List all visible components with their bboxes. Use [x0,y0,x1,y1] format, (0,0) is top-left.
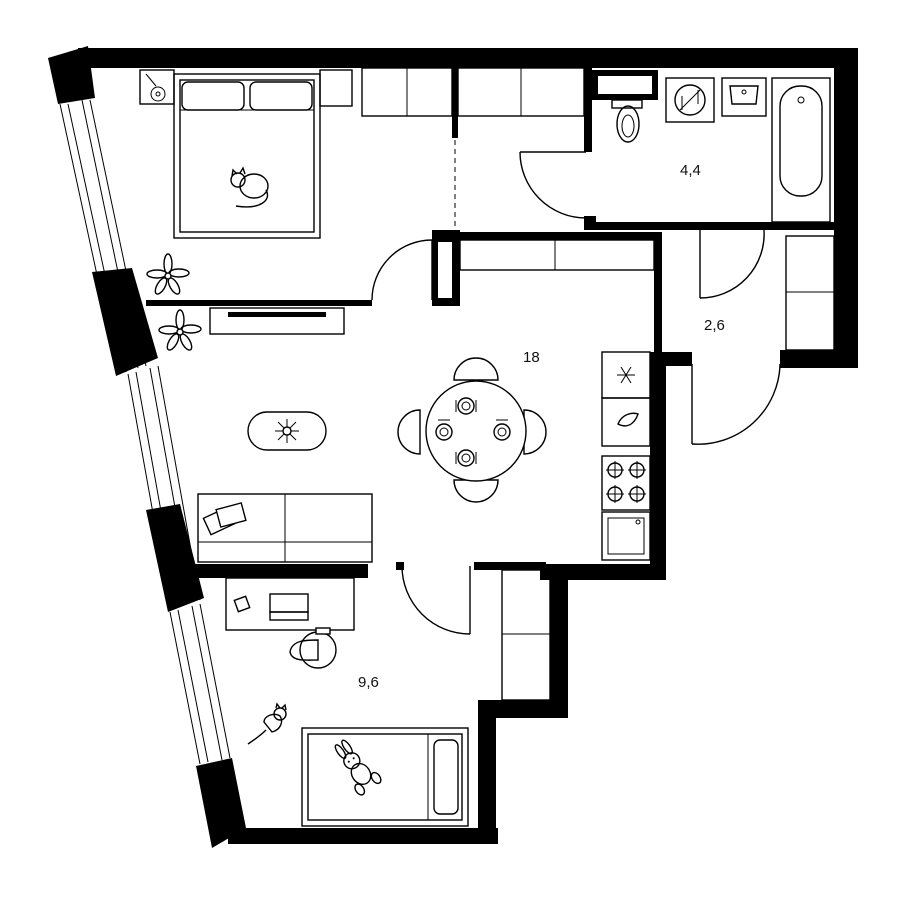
tv-icon [209,307,345,335]
office-chair-icon[interactable] [289,627,337,669]
interior-walls [146,68,834,578]
dining-table-icon[interactable] [397,357,547,503]
wardrobe-icon [785,235,835,351]
record-player-icon [139,69,175,105]
bathtub-icon [771,77,831,223]
window-icon [59,99,231,765]
laptop-icon [269,593,309,621]
room-area-bathroom: 4,4 [680,162,701,179]
single-bed-icon[interactable] [301,727,469,827]
toilet-icon [611,99,643,143]
desk-icon[interactable] [225,577,355,631]
stove-icon [601,455,651,511]
nightstand [319,69,353,107]
wardrobe-icon [457,67,585,117]
wardrobe-icon [459,239,655,271]
room-area-hall: 2,6 [704,317,725,334]
room-area-kids-room: 9,6 [358,674,379,691]
sink-icon [601,397,651,447]
door-icon[interactable] [519,151,587,219]
sofa-icon[interactable] [197,493,373,563]
door-icon[interactable] [371,239,433,301]
cat-icon [247,702,287,745]
sleeping-cat-icon [230,166,269,208]
oven-icon [601,511,651,561]
notebook-icon [233,595,251,613]
washing-machine-icon [665,77,715,123]
plant-icon [158,309,202,351]
room-area-living-kitchen: 18 [523,349,540,366]
wardrobe-icon [361,67,453,117]
rug-icon [247,411,327,451]
door-icon[interactable] [401,565,471,635]
exterior-walls [48,46,858,848]
wardrobe-icon [501,569,551,701]
double-bed-icon[interactable] [173,73,321,239]
teddy-bunny-icon [334,739,382,796]
fridge-icon [601,351,651,399]
door-icon[interactable] [699,229,765,299]
plant-icon [146,253,190,295]
washbasin-icon [721,77,767,117]
door-icon[interactable] [691,363,781,445]
